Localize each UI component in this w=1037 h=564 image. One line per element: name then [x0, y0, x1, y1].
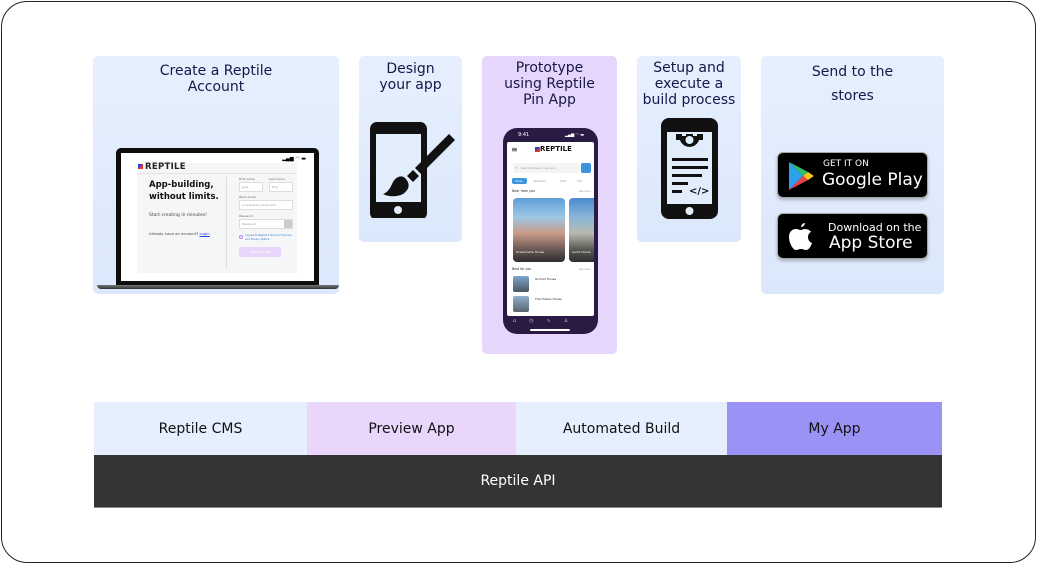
module-preview-app: Preview App: [307, 402, 516, 455]
filter-button[interactable]: [581, 163, 591, 173]
brand-name: REPTILE: [145, 162, 186, 172]
email-field[interactable]: your@work_email.com: [239, 200, 293, 210]
google-play-big-text: Google Play: [822, 170, 923, 190]
last-name-field[interactable]: Doe: [269, 182, 293, 192]
see-more-link[interactable]: See more: [579, 190, 591, 193]
apple-logo-icon: [789, 223, 812, 250]
app-store-big-text: App Store: [829, 233, 913, 253]
password-field[interactable]: Password: [239, 219, 293, 229]
search-icon: ⌕: [515, 165, 518, 170]
pin-app-screen: ≡ REPTILE Search address or near you⌕ Ho…: [507, 142, 594, 316]
password-label: Password: [239, 214, 254, 218]
step-title: Design your app: [379, 61, 442, 93]
step-design: Design your app: [359, 56, 462, 242]
step-prototype: Prototype using Reptile Pin App 9:41 ▂▄▆…: [482, 56, 617, 354]
app-store-badge[interactable]: Download on the App Store: [777, 213, 928, 259]
login-prompt: Already have an account? Login: [149, 231, 210, 236]
step-stores: Send to the stores GET IT ON Google Play…: [761, 56, 944, 294]
agree-checkbox[interactable]: [239, 235, 243, 239]
bottom-tab-bar[interactable]: ⌂◷∿♙: [513, 318, 582, 324]
listing-thumbnail: [513, 296, 529, 312]
laptop-mockup: ▂▄▆ ◠ ▬ REPTILE App-building, without li…: [116, 148, 319, 286]
step-title: Prototype using Reptile Pin App: [504, 60, 595, 108]
filter-chip-house[interactable]: House: [512, 178, 527, 184]
reptile-logo-icon: [138, 164, 143, 169]
first-name-field[interactable]: Jane: [239, 182, 263, 192]
reptile-api-layer: Reptile API: [94, 455, 942, 508]
google-play-badge[interactable]: GET IT ON Google Play: [777, 152, 928, 198]
step-title: Send to the stores: [811, 64, 894, 104]
filter-chip-hotel[interactable]: Hotel: [560, 180, 567, 183]
module-reptile-cms: Reptile CMS: [94, 402, 307, 455]
home-indicator: [530, 329, 570, 331]
headline: App-building, without limits.: [149, 180, 219, 202]
laptop-base: [97, 285, 339, 289]
status-icons: ▂▄▆ ◠ ▬: [564, 132, 584, 137]
agree-text: I agree to Reptile's Terms of Service an…: [245, 234, 292, 241]
app-store-small-text: Download on the: [828, 221, 922, 234]
listing-card[interactable]: Dreamsville House: [513, 198, 565, 262]
listing-card[interactable]: Ascot House: [569, 198, 594, 262]
phone-time: 9:41: [518, 132, 530, 138]
first-name-label: First name: [239, 177, 255, 181]
phone-mockup: 9:41 ▂▄▆ ◠ ▬ ≡ REPTILE Search address or…: [503, 128, 598, 334]
module-automated-build: Automated Build: [516, 402, 727, 455]
listing-title[interactable]: Orchad House: [535, 277, 557, 281]
signup-screen: ▂▄▆ ◠ ▬ REPTILE App-building, without li…: [121, 153, 314, 281]
menu-icon[interactable]: ≡: [511, 145, 518, 154]
near-section-title: Near from you: [512, 189, 535, 193]
listing-title[interactable]: The Hollies House: [535, 297, 562, 301]
google-play-icon: [789, 162, 814, 190]
step-title: Setup and execute a build process: [642, 60, 736, 108]
phone-build-icon: </>: [661, 118, 718, 219]
login-link[interactable]: Login: [199, 231, 210, 236]
step-create-account: Create a Reptile Account ▂▄▆ ◠ ▬ REPTILE…: [93, 56, 339, 294]
email-label: Work email: [239, 195, 256, 199]
listing-thumbnail: [513, 276, 529, 292]
svg-text:</>: </>: [689, 186, 709, 197]
google-play-small-text: GET IT ON: [823, 159, 869, 169]
signup-button[interactable]: Sign me up!: [239, 247, 281, 257]
step-build: Setup and execute a build process </>: [637, 56, 741, 242]
subtext: Start creating in minutes!: [149, 213, 207, 218]
last-name-label: Last name: [269, 177, 285, 181]
step-title: Create a Reptile Account: [159, 63, 273, 95]
reptile-logo-icon: [535, 147, 540, 152]
see-more-link[interactable]: See more: [579, 268, 591, 271]
status-icons: ▂▄▆ ◠ ▬: [282, 156, 306, 162]
filter-chip-apartment[interactable]: Apartment: [533, 180, 546, 183]
phone-paintbrush-icon: [370, 122, 455, 218]
module-my-app: My App: [727, 402, 942, 455]
filter-chip-villa[interactable]: Villa: [577, 180, 583, 183]
show-password-icon[interactable]: [284, 220, 292, 228]
search-input[interactable]: Search address or near you⌕: [513, 163, 579, 173]
brand-name: REPTILE: [540, 145, 572, 153]
best-section-title: Best for you: [512, 267, 532, 271]
